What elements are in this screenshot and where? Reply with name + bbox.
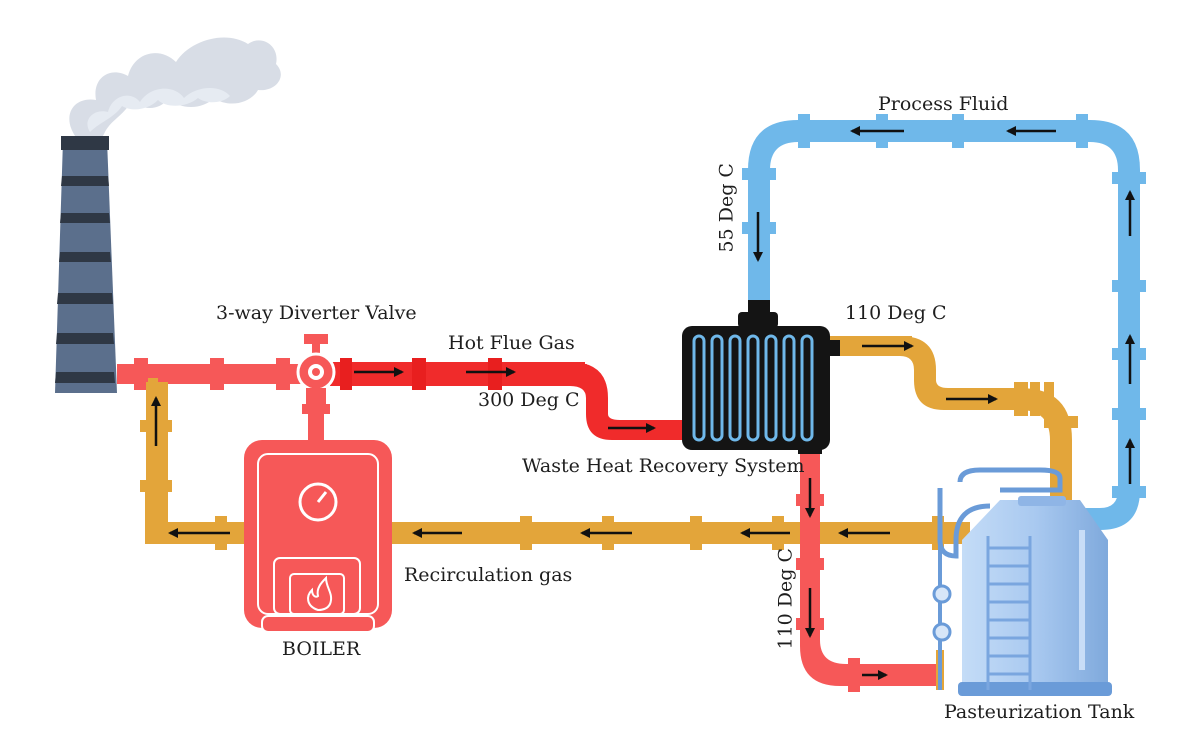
boiler-icon <box>244 440 392 633</box>
process-fluid-pipe <box>742 114 1146 530</box>
heat-exchanger-icon <box>682 300 840 454</box>
hx-outlet-pipe <box>796 440 944 692</box>
label-temp-55: 55 Deg C <box>715 163 738 253</box>
flow-arrow-icon <box>151 126 1135 680</box>
label-process-fluid: Process Fluid <box>878 93 1009 115</box>
valve-boiler-pipe <box>308 410 324 446</box>
ladder-icon <box>986 536 1032 690</box>
label-recirculation: Recirculation gas <box>404 564 573 586</box>
label-hot-flue-gas: Hot Flue Gas <box>448 332 575 354</box>
flue-gas-pipe <box>117 358 684 440</box>
label-temp-110-top: 110 Deg C <box>845 302 947 324</box>
gauge-icon <box>298 482 338 522</box>
smoke-icon <box>69 37 281 143</box>
label-tank: Pasteurization Tank <box>944 701 1135 723</box>
label-temp-110-bottom: 110 Deg C <box>774 547 797 650</box>
label-boiler: BOILER <box>282 638 361 660</box>
label-temp-300: 300 Deg C <box>478 389 580 411</box>
tank-icon <box>932 467 1112 696</box>
label-valve: 3-way Diverter Valve <box>216 302 417 324</box>
label-whrs: Waste Heat Recovery System <box>522 455 805 477</box>
flame-icon <box>307 575 333 612</box>
chimney-icon <box>55 136 117 393</box>
valve-icon <box>296 334 336 414</box>
outlet-pipe <box>830 336 1078 500</box>
